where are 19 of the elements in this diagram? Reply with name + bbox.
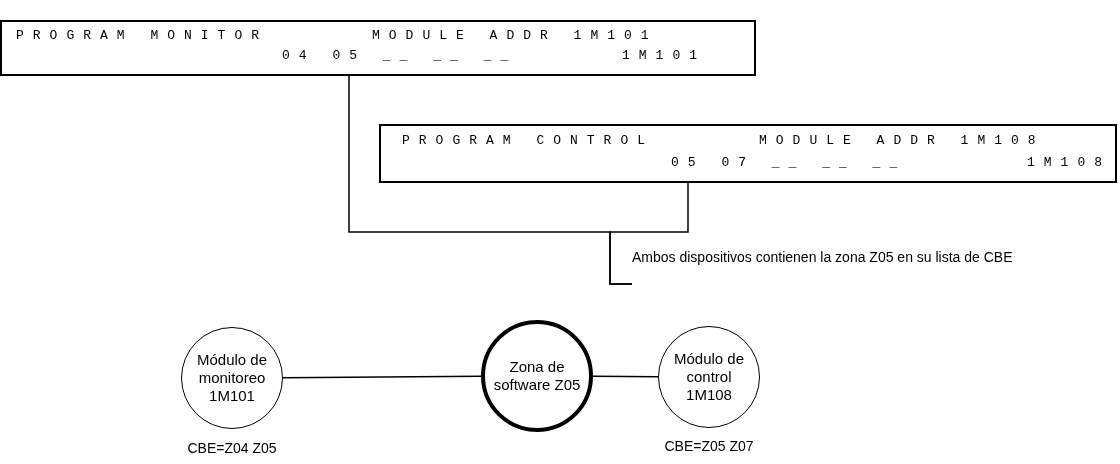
lcd-display bbox=[379, 124, 1117, 183]
display-text: 1M108 bbox=[1027, 155, 1111, 171]
display-text: 04 05 __ __ __ bbox=[282, 48, 518, 64]
display-text: 05 07 __ __ __ bbox=[671, 155, 907, 171]
connector-line bbox=[592, 375, 659, 378]
lcd-display bbox=[0, 20, 756, 76]
note-text: Ambos dispositivos contienen la zona Z05 en su lista de CBE bbox=[632, 248, 1102, 267]
connector-line bbox=[282, 375, 482, 379]
circle-label: Módulo de monitoreo 1M101 bbox=[195, 351, 269, 405]
leader-line bbox=[609, 182, 689, 285]
caption-text: CBE=Z05 Z07 bbox=[664, 438, 754, 454]
display-text: 1M101 bbox=[622, 48, 706, 64]
display-text: PROGRAM MONITOR bbox=[16, 28, 269, 44]
circle-label: Zona de software Z05 bbox=[492, 358, 582, 394]
display-text: MODULE ADDR 1M108 bbox=[759, 133, 1045, 149]
circle-label: Módulo de control 1M108 bbox=[672, 350, 746, 404]
display-text: PROGRAM CONTROL bbox=[402, 133, 655, 149]
display-text: MODULE ADDR 1M101 bbox=[372, 28, 658, 44]
caption-text: CBE=Z04 Z05 bbox=[187, 440, 277, 456]
